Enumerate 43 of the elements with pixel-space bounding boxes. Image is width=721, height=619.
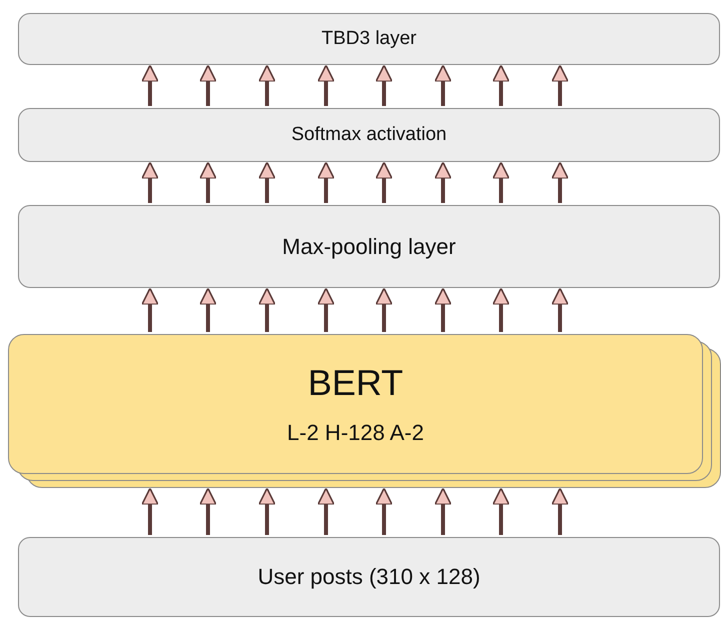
arrow [375, 64, 393, 106]
arrow [434, 162, 452, 203]
arrow [199, 288, 217, 332]
arrow [492, 162, 510, 203]
arrow [492, 288, 510, 332]
arrow [551, 288, 569, 332]
arrow [492, 64, 510, 106]
layer-label: Max-pooling layer [282, 234, 456, 260]
arrow [375, 162, 393, 203]
arrow [434, 64, 452, 106]
layer-label: BERT [308, 362, 404, 404]
arrow [199, 162, 217, 203]
layer-label: TBD3 layer [321, 28, 417, 50]
arrow [434, 288, 452, 332]
arrow [258, 162, 276, 203]
arrow [317, 64, 335, 106]
arrow [258, 288, 276, 332]
layer-label: Softmax activation [291, 124, 447, 146]
arrow [434, 488, 452, 535]
arrow [551, 64, 569, 106]
layer-box [18, 13, 720, 65]
arrow [258, 64, 276, 106]
arrow [199, 488, 217, 535]
layer-parameters: L-2 H-128 A-2 [287, 420, 424, 446]
arrow [317, 162, 335, 203]
arrow [551, 162, 569, 203]
layer-box [18, 205, 720, 288]
layer-box [8, 334, 703, 474]
arrow [317, 488, 335, 535]
arrow [375, 488, 393, 535]
arrow [141, 64, 159, 106]
arrow [375, 288, 393, 332]
arrow [258, 488, 276, 535]
arrow [317, 288, 335, 332]
arrow [551, 488, 569, 535]
arrow [141, 288, 159, 332]
layer-box [18, 108, 720, 162]
arrow [492, 488, 510, 535]
arrow [141, 488, 159, 535]
arrow [199, 64, 217, 106]
arrow [141, 162, 159, 203]
layer-box [18, 537, 720, 617]
layer-label: User posts (310 x 128) [258, 564, 480, 590]
